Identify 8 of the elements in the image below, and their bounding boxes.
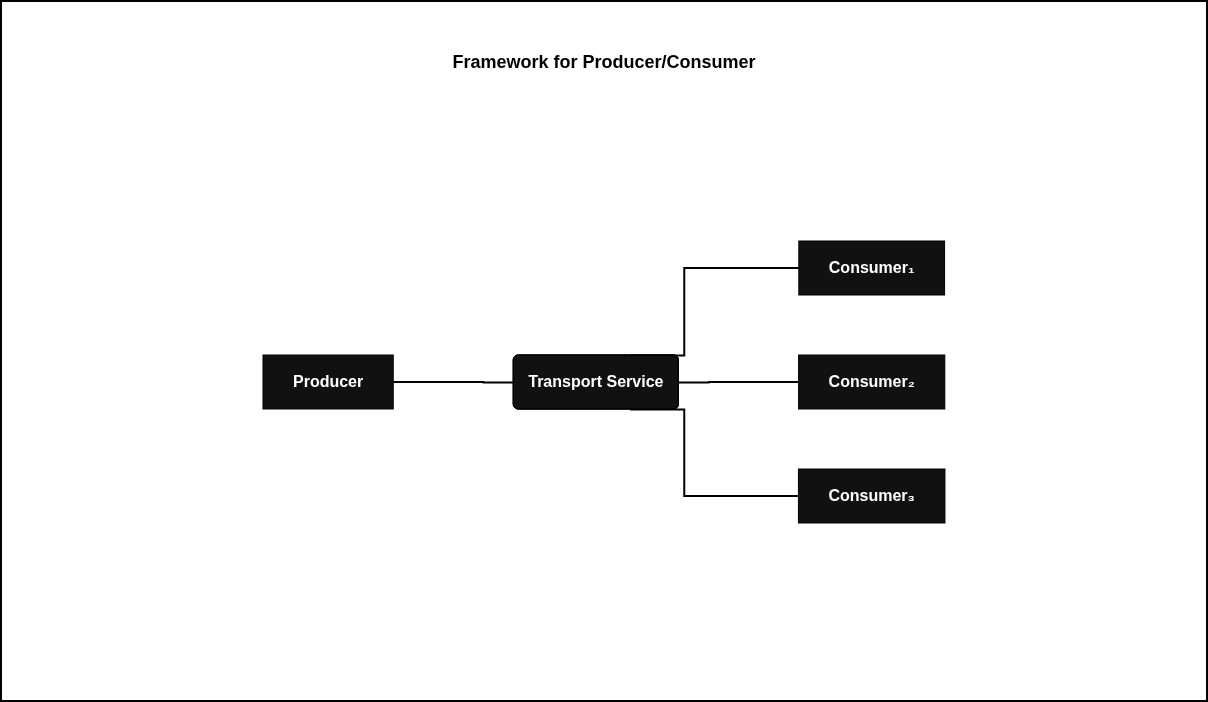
connector xyxy=(677,380,800,383)
connector xyxy=(392,380,515,383)
node-box: Producer xyxy=(262,354,394,409)
connector xyxy=(629,408,800,497)
node-box: Consumer₂ xyxy=(798,354,946,409)
diagram-title: Framework for Producer/Consumer xyxy=(452,52,756,73)
node-box: Consumer₃ xyxy=(797,468,946,523)
node-box: Consumer₁ xyxy=(798,240,946,295)
